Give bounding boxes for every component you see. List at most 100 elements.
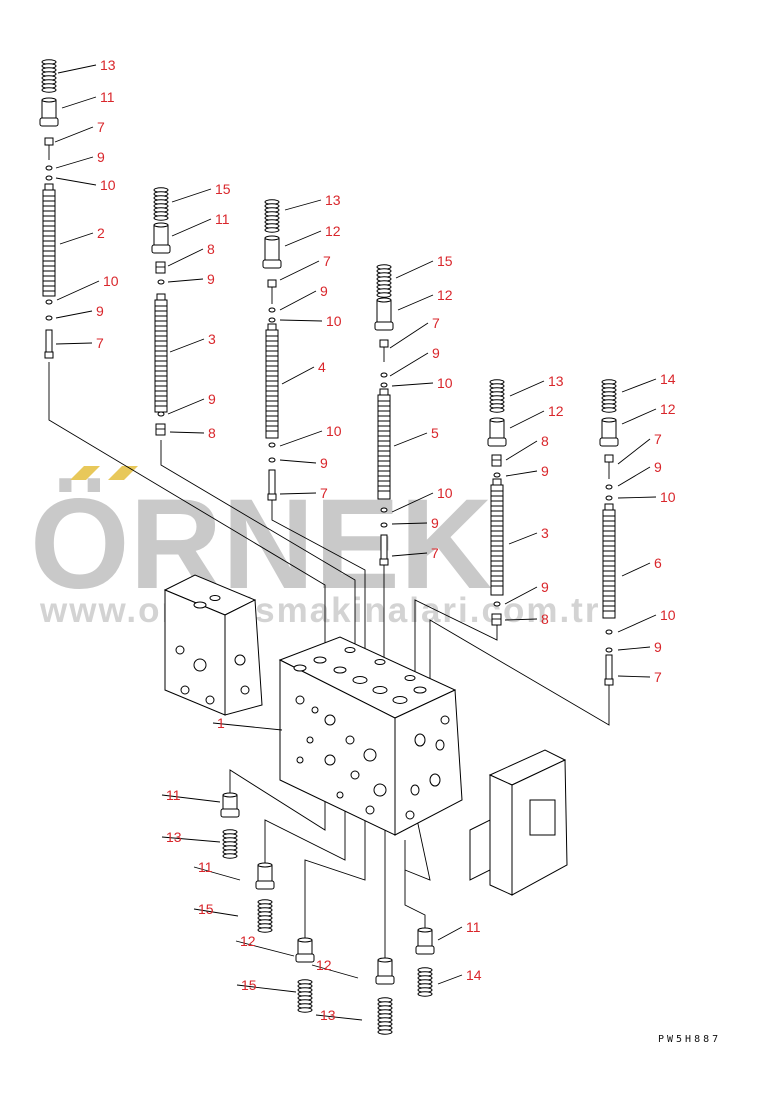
callout-label: 7 [431,545,439,561]
callout-label: 9 [208,391,216,407]
main-valve-body [278,636,463,836]
piston-part [255,862,275,890]
cap-part [155,261,166,274]
callout-label: 9 [97,149,105,165]
callout-label: 4 [318,359,326,375]
callout-label: 5 [431,425,439,441]
callout-label: 15 [241,977,257,993]
o-ring-part [157,279,165,285]
callout-label: 6 [654,555,662,571]
spring-part [153,187,169,221]
callout-label: 9 [96,303,104,319]
callout-label: 9 [207,271,215,287]
o-ring-part [493,601,501,607]
callout-label: 11 [198,859,213,875]
o-ring-part [380,382,388,388]
callout-label: 14 [660,371,676,387]
callout-label: 10 [660,489,676,505]
pin-part [267,279,277,304]
callout-label: 14 [466,967,482,983]
spool-part [602,503,616,619]
callout-label: 3 [208,331,216,347]
callout-label: 11 [166,787,181,803]
callout-label: 15 [437,253,453,269]
callout-label: 9 [654,639,662,655]
piston-part [295,937,315,963]
o-ring-part [45,299,53,305]
callout-label: 9 [541,579,549,595]
spool-part [42,183,56,297]
callout-label: 7 [96,335,104,351]
watermark: ÖRNEK www.ornekismakinalari.com.tr [30,466,600,630]
spool-part [490,478,504,596]
o-ring-part [45,315,53,321]
callout-label: 10 [437,375,453,391]
piston-part [220,792,240,818]
callout-label: 12 [437,287,453,303]
cap-part [491,613,502,626]
spring-part [601,379,617,413]
o-ring-part [605,647,613,653]
callout-label: 13 [325,192,341,208]
callout-label: 7 [654,431,662,447]
spool-part [265,323,279,439]
callout-label: 12 [316,957,332,973]
pin-part [379,339,389,362]
o-ring-part [380,507,388,513]
o-ring-part [380,372,388,378]
piston-part [151,222,171,254]
callout-label: 12 [548,403,564,419]
callout-label: 7 [654,669,662,685]
callout-leaders [54,64,657,1021]
o-ring-part [605,484,613,490]
callout-label: 7 [320,485,328,501]
callout-label: 11 [215,211,230,227]
o-ring-part [45,175,53,181]
piston-part [262,235,282,269]
leader-lines [48,362,610,965]
callout-label: 15 [215,181,231,197]
end-plate-right [469,749,568,896]
spring-part [489,379,505,413]
o-ring-part [268,317,276,323]
spring-part [417,967,433,997]
piston-part [415,927,435,955]
spring-part [264,199,280,233]
callout-label: 15 [198,901,214,917]
callout-label: 9 [320,455,328,471]
pin-part [44,137,54,160]
stud-part [267,469,277,501]
spring-part [377,997,393,1035]
watermark-url: www.ornekismakinalari.com.tr [39,591,600,630]
stud-part [44,329,54,359]
callout-label: 7 [323,253,331,269]
callout-label: 11 [100,89,115,105]
o-ring-part [605,495,613,501]
callout-label: 13 [320,1007,336,1023]
callout-label: 1 [217,715,225,731]
callout-label: 8 [208,425,216,441]
spring-part [376,264,392,298]
callout-label: 9 [541,463,549,479]
callout-label: 10 [100,177,116,193]
stud-part [379,534,389,566]
callout-label: 10 [660,607,676,623]
callout-label: 10 [437,485,453,501]
callout-label: 12 [240,933,256,949]
o-ring-part [157,411,165,417]
callout-label: 10 [326,423,342,439]
spool-part [377,388,391,500]
o-ring-part [268,307,276,313]
callout-label: 13 [100,57,116,73]
spring-part [297,979,313,1013]
piston-part [374,297,394,331]
callout-label: 9 [654,459,662,475]
piston-part [39,97,59,127]
callout-label: 3 [541,525,549,541]
callout-label: 13 [166,829,182,845]
piston-part [375,957,395,985]
cap-part [491,454,502,467]
callout-label: 8 [541,611,549,627]
callout-label: 12 [660,401,676,417]
